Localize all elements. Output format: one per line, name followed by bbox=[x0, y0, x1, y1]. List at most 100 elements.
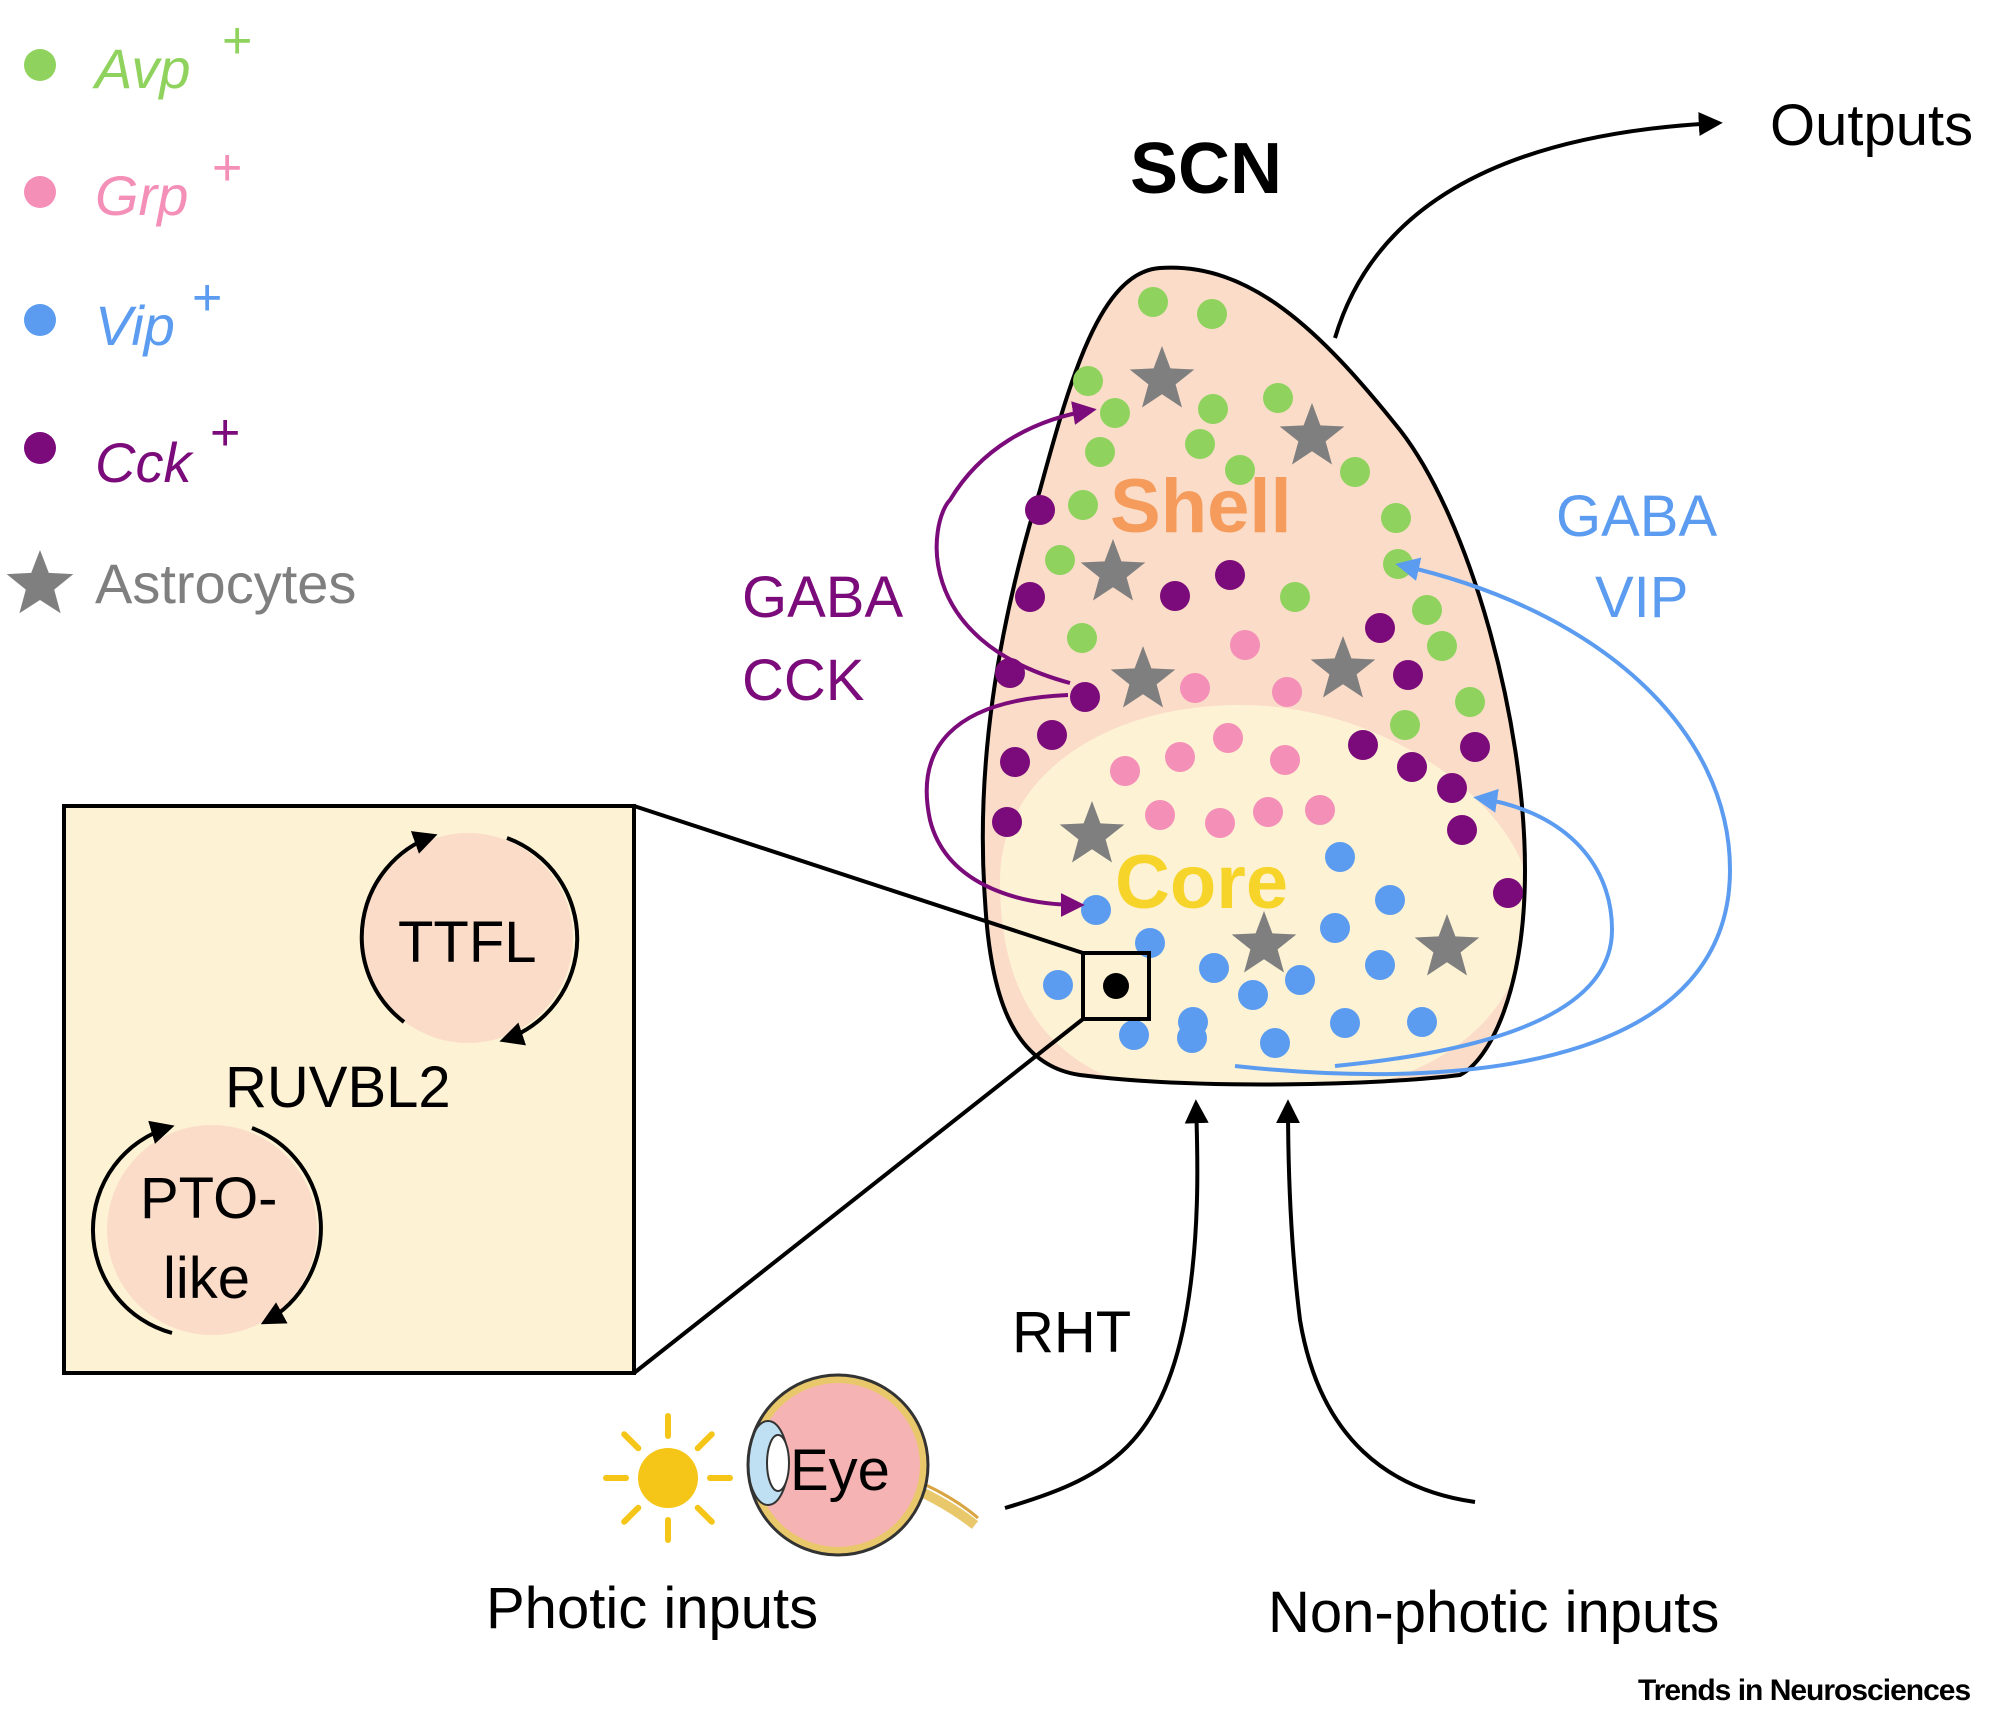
grp-cell-dot bbox=[1165, 742, 1195, 772]
vip-cell-dot bbox=[1330, 1008, 1360, 1038]
grp-cell-dot bbox=[1253, 797, 1283, 827]
avp-cell-dot bbox=[1138, 287, 1168, 317]
grp-legend-dot bbox=[24, 176, 56, 208]
astrocyte-star-icon bbox=[6, 550, 74, 614]
avp-cell-dot bbox=[1185, 429, 1215, 459]
cck-cell-dot bbox=[1460, 732, 1490, 762]
cck-cell-dot bbox=[1070, 682, 1100, 712]
vip-cell-dot bbox=[1135, 928, 1165, 958]
avp-cell-dot bbox=[1455, 687, 1485, 717]
vip-cell-dot bbox=[1407, 1007, 1437, 1037]
grp-cell-dot bbox=[1213, 723, 1243, 753]
zoom-line-bottom bbox=[632, 1017, 1085, 1375]
sun-ray bbox=[694, 1431, 715, 1452]
vip-cell-dot bbox=[1119, 1020, 1149, 1050]
astrocyte-star-icon bbox=[1059, 801, 1125, 863]
avp-cell-dot bbox=[1100, 398, 1130, 428]
cck-cell-dot bbox=[1393, 660, 1423, 690]
cck-signal-cck: CCK bbox=[742, 648, 865, 713]
pto-loop-fill bbox=[107, 1125, 317, 1335]
cck-cell-dot bbox=[1365, 613, 1395, 643]
grp-cell-dot bbox=[1272, 677, 1302, 707]
cck-cell-dot bbox=[995, 658, 1025, 688]
legend-label-avp: Avp bbox=[92, 37, 190, 100]
sun-ray bbox=[621, 1431, 642, 1452]
legend-label-cck: Cck bbox=[95, 431, 194, 494]
ttfl-loop-arrow-left bbox=[359, 831, 438, 1024]
nonphotic-inputs-label: Non-photic inputs bbox=[1268, 1580, 1719, 1645]
ttfl-label: TTFL bbox=[398, 910, 537, 975]
cck-arrow-to-shell bbox=[934, 401, 1097, 685]
ttfl-loop-fill bbox=[363, 833, 573, 1043]
vip-cell-dot bbox=[1043, 970, 1073, 1000]
grp-cell-dot bbox=[1205, 808, 1235, 838]
pto-loop-arrow-left bbox=[91, 1120, 175, 1335]
avp-cell-dot bbox=[1381, 503, 1411, 533]
avp-cell-dot bbox=[1045, 545, 1075, 575]
shell-label: Shell bbox=[1110, 464, 1292, 549]
vip-cell-dot bbox=[1285, 965, 1315, 995]
legend-sup-vip: + bbox=[192, 269, 222, 327]
cck-cell-dot bbox=[992, 807, 1022, 837]
ttfl-loop-arrow-right bbox=[499, 836, 580, 1046]
scn-outline bbox=[980, 265, 1528, 1087]
scn-body: Shell Core bbox=[980, 265, 1528, 1087]
avp-cell-dot bbox=[1197, 299, 1227, 329]
zoom-line-top bbox=[633, 804, 1084, 955]
sun-ray bbox=[621, 1504, 642, 1525]
grp-cell-dot bbox=[1305, 795, 1335, 825]
vip-cell-dot bbox=[1177, 1023, 1207, 1053]
sun-ray bbox=[694, 1504, 715, 1525]
astrocyte-star-icon bbox=[1279, 403, 1345, 465]
legend-label-grp: Grp bbox=[95, 164, 188, 227]
sun-icon bbox=[603, 1413, 733, 1543]
legend-sup-avp: + bbox=[222, 12, 252, 70]
cck-cell-dot bbox=[1160, 581, 1190, 611]
vip-cell-dot bbox=[1365, 950, 1395, 980]
legend-item-grp: Grp + bbox=[24, 139, 242, 227]
vip-arrow-to-shell bbox=[1234, 557, 1733, 1077]
cck-cell-dot bbox=[1493, 878, 1523, 908]
avp-legend-dot bbox=[24, 49, 56, 81]
cck-cell-dot bbox=[1037, 720, 1067, 750]
cck-cell-dot bbox=[1000, 747, 1030, 777]
avp-cell-dot bbox=[1340, 457, 1370, 487]
grp-cell-dot bbox=[1230, 630, 1260, 660]
avp-cell-dot bbox=[1198, 394, 1228, 424]
cck-arrow-to-core bbox=[924, 693, 1085, 917]
grp-cell-dot bbox=[1145, 800, 1175, 830]
journal-credit: Trends in Neurosciences bbox=[1638, 1674, 1970, 1707]
cck-cell-dot bbox=[1025, 495, 1055, 525]
grp-cell-dot bbox=[1180, 673, 1210, 703]
grp-cell-dot bbox=[1270, 745, 1300, 775]
avp-cell-dot bbox=[1068, 490, 1098, 520]
rht-label: RHT bbox=[1012, 1300, 1131, 1365]
legend-label-astrocytes: Astrocytes bbox=[95, 552, 356, 615]
legend-item-astrocytes: Astrocytes bbox=[6, 550, 356, 615]
cck-cell-dot bbox=[1437, 773, 1467, 803]
legend-sup-cck: + bbox=[210, 404, 240, 462]
grp-cell-dot bbox=[1110, 756, 1140, 786]
vip-cell-dot bbox=[1320, 913, 1350, 943]
legend-item-avp: Avp + bbox=[24, 12, 252, 100]
cck-signal-gaba: GABA bbox=[742, 565, 903, 630]
avp-cell-dot bbox=[1225, 455, 1255, 485]
cck-cell-dot bbox=[1447, 815, 1477, 845]
avp-cell-dot bbox=[1412, 595, 1442, 625]
avp-cell-dot bbox=[1073, 366, 1103, 396]
astrocyte-star-icon bbox=[1414, 914, 1480, 976]
avp-cell-dot bbox=[1390, 710, 1420, 740]
avp-cell-dot bbox=[1383, 549, 1413, 579]
astrocyte-star-icon bbox=[1129, 346, 1195, 408]
outputs-arrow bbox=[1333, 111, 1723, 339]
legend-label-vip: Vip bbox=[95, 294, 175, 357]
cck-cell-dot bbox=[1348, 730, 1378, 760]
outputs-label: Outputs bbox=[1770, 93, 1973, 158]
legend-item-cck: Cck + bbox=[24, 404, 240, 494]
astrocyte-star-icon bbox=[1310, 636, 1376, 698]
legend-item-vip: Vip + bbox=[24, 269, 222, 357]
vip-cell-dot bbox=[1238, 980, 1268, 1010]
avp-cell-dot bbox=[1067, 623, 1097, 653]
ruvbl2-label: RUVBL2 bbox=[225, 1055, 451, 1120]
